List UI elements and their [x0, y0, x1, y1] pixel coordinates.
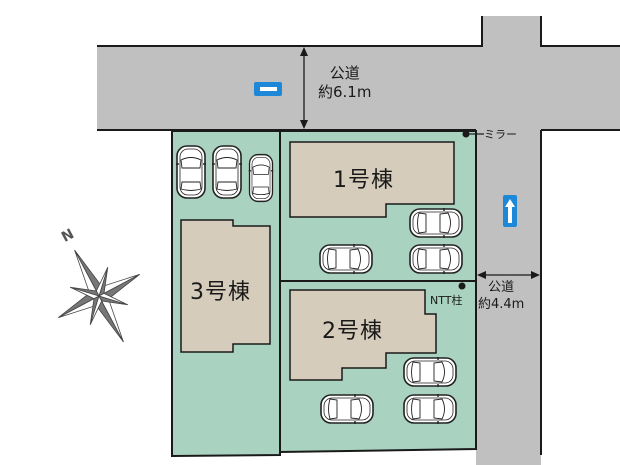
east-road-type: 公道 [488, 280, 515, 295]
north-road-label: 公道 約6.1m [318, 64, 371, 102]
car-icon [175, 145, 207, 199]
ntt-pole-label: NTT柱 [430, 294, 463, 307]
car-icon [247, 153, 275, 203]
mirror-label: ミラー [484, 128, 517, 141]
compass-rose-icon [58, 249, 140, 343]
car-icon [403, 393, 457, 425]
east-road-width-arrow [477, 271, 540, 279]
ntt-pole-marker [458, 282, 466, 290]
road-network [97, 16, 620, 465]
mirror-marker [462, 130, 484, 138]
car-icon [320, 393, 374, 425]
building-3-label: 3号棟 [190, 280, 251, 305]
north-road-width: 約6.1m [318, 83, 372, 101]
building-3 [180, 219, 271, 353]
building-2 [289, 289, 437, 381]
car-icon [211, 145, 243, 199]
car-icon [319, 243, 373, 275]
car-icon [409, 207, 463, 239]
east-road-width: 約4.4m [478, 297, 525, 312]
building-1 [289, 141, 455, 218]
building-2-label: 2号棟 [322, 319, 383, 344]
car-icon [409, 243, 463, 275]
north-road-type: 公道 [329, 64, 360, 82]
building-1-label: 1号棟 [333, 168, 394, 193]
east-road-label: 公道 約4.4m [478, 279, 524, 313]
north-road-width-arrow [300, 47, 308, 129]
no-entry-sign-icon [254, 82, 282, 96]
one-way-arrow-icon [503, 195, 517, 227]
car-icon [403, 356, 457, 388]
